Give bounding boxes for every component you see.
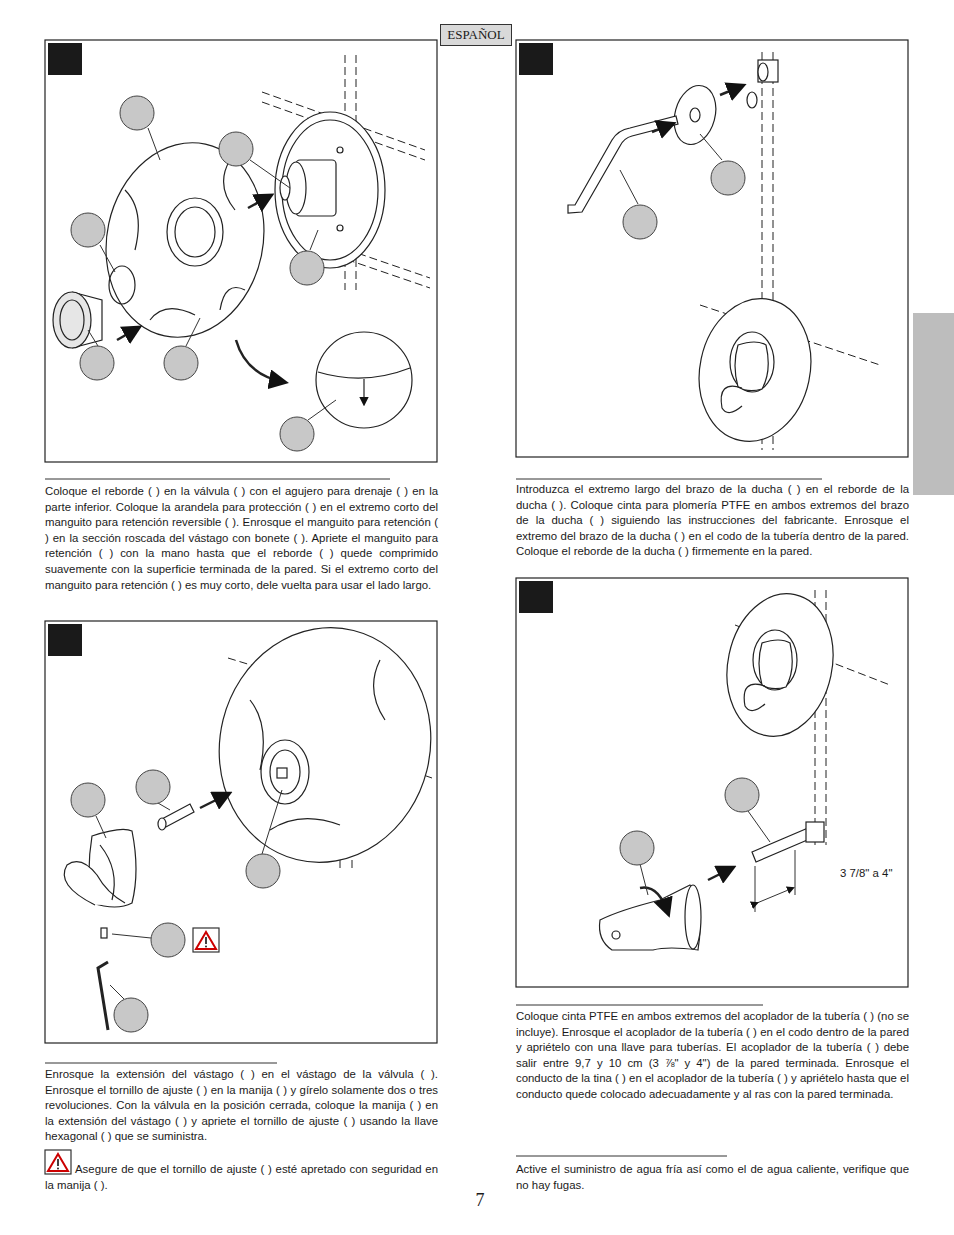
dimension-line	[755, 850, 795, 912]
stem-extension	[158, 804, 194, 830]
instruction-text: Introduzca el extremo largo del brazo de…	[516, 482, 909, 560]
valve-trim	[714, 584, 846, 746]
direction-arrow	[200, 794, 228, 808]
side-tab	[913, 313, 954, 495]
panel-frame	[516, 578, 908, 987]
direction-arrow	[652, 86, 742, 132]
handle	[64, 829, 136, 907]
shower-elbow	[758, 60, 778, 82]
shower-flange	[668, 81, 722, 149]
instruction-text: Active el suministro de agua fría así co…	[516, 1162, 909, 1193]
leader-line	[640, 811, 770, 895]
valve-trim	[686, 288, 824, 452]
panel-frame	[516, 40, 908, 457]
drain-detail	[316, 332, 412, 428]
dimension-text: 3 7/8" a 4"	[838, 866, 894, 882]
leader-line	[88, 128, 336, 420]
panel-frame	[45, 40, 437, 462]
hex-key	[98, 962, 108, 1030]
retaining-sleeve	[53, 292, 102, 348]
instruction-text: Enrosque la extensión del vástago ( ) en…	[45, 1067, 438, 1145]
heading-rule	[45, 479, 822, 1156]
direction-arrow	[708, 868, 732, 880]
instruction-text: Coloque cinta PTFE en ambos extremos del…	[516, 1009, 909, 1103]
valve-assembly	[262, 55, 430, 290]
tab-text: ESPAÑOL	[447, 27, 511, 43]
shower-arm	[568, 116, 678, 213]
warning-icon	[45, 1150, 71, 1174]
leader-line	[620, 134, 722, 204]
language-tab: ESPAÑOL	[440, 24, 512, 46]
direction-arrow	[117, 196, 284, 382]
page-number: 7	[470, 1189, 490, 1211]
washer	[109, 266, 135, 304]
valve-assembly	[195, 605, 456, 885]
ring	[747, 92, 757, 108]
set-screw	[101, 928, 107, 938]
instruction-text: Asegure de que el tornillo de ajuste ( )…	[45, 1162, 438, 1193]
warning-icon	[193, 928, 219, 952]
leader-line	[96, 790, 282, 999]
tub-spout	[600, 885, 702, 950]
instruction-text: Coloque el reborde ( ) en la válvula ( )…	[45, 484, 438, 593]
pipe-coupler	[752, 822, 824, 862]
